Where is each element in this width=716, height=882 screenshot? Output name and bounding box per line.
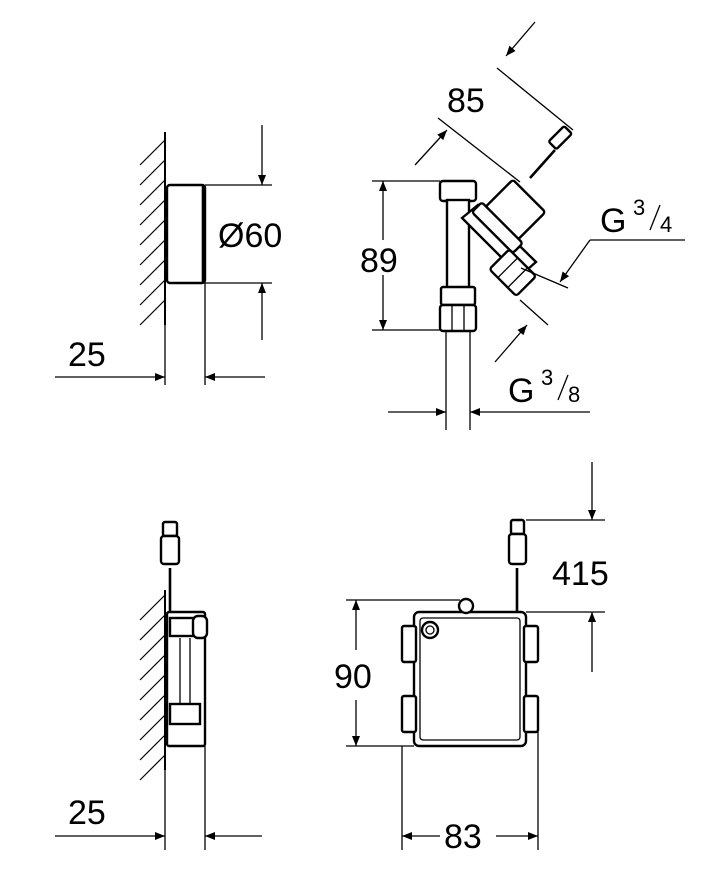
- solenoid-base: [471, 202, 523, 254]
- outlet-thread-base: G: [600, 202, 626, 240]
- bottom-nut: [438, 303, 478, 333]
- top-depth-label: 25: [68, 336, 106, 374]
- front-clip-right-top: [522, 624, 540, 664]
- wall-hatching-top: [139, 132, 166, 326]
- front-screw-inner: [425, 625, 435, 635]
- length-arrow-a: [414, 129, 448, 166]
- view-electronics-box-front: 415 90 83: [334, 462, 609, 856]
- front-screw-outer: [420, 620, 440, 640]
- front-top-nub: [457, 597, 475, 615]
- length-extension-b: [496, 67, 574, 131]
- outlet-nut: [489, 249, 536, 296]
- outlet-thread-sub: 4: [660, 212, 672, 237]
- outlet-thread-fraction-bar: [649, 204, 661, 231]
- inlet-thread-fraction-bar: [557, 374, 569, 401]
- length-extension-a: [437, 117, 521, 183]
- valve-plug: [548, 125, 573, 150]
- inlet-thread-sup: 3: [541, 365, 553, 390]
- box-height-label: 90: [334, 658, 372, 696]
- wall-hatching-bottom: [139, 590, 166, 781]
- front-plug: [507, 532, 528, 566]
- inlet-thread-base: G: [508, 372, 534, 410]
- front-plug-tip: [509, 518, 526, 536]
- side-plug-tip: [161, 520, 179, 538]
- outlet-thread-arrow: [559, 239, 591, 283]
- front-clip-right-bottom: [522, 694, 540, 734]
- side-screw-cap: [191, 614, 209, 640]
- view-electronics-box-side: 25: [55, 520, 262, 850]
- bottom-depth-label: 25: [68, 794, 106, 832]
- bottom-nut-upper: [439, 285, 477, 307]
- valve-height-label: 89: [360, 242, 398, 280]
- valve-length-label: 85: [447, 82, 485, 120]
- front-box-lid: [419, 617, 521, 741]
- side-clip-bottom: [168, 702, 202, 726]
- front-clip-left-top: [400, 624, 418, 664]
- valve-body-vertical: [445, 198, 471, 290]
- inlet-thread-sub: 8: [568, 382, 580, 407]
- cable-length-label: 415: [552, 555, 609, 593]
- top-nut: [438, 179, 478, 203]
- diameter-label: Ø60: [218, 217, 282, 255]
- outlet-thread-sup: 3: [633, 195, 645, 220]
- inlet-thread-arrow: [494, 324, 528, 363]
- valve-cable: [529, 149, 556, 179]
- view-wall-plate-side: Ø60 25: [55, 125, 282, 385]
- wall-plate-body: [165, 183, 207, 285]
- front-clip-left-bottom: [400, 694, 418, 734]
- view-solenoid-valve: 89 85 G 3 4 G 3 8: [360, 21, 685, 430]
- box-width-label: 83: [444, 818, 482, 856]
- side-plug: [159, 534, 181, 566]
- length-arrow-b: [505, 21, 536, 57]
